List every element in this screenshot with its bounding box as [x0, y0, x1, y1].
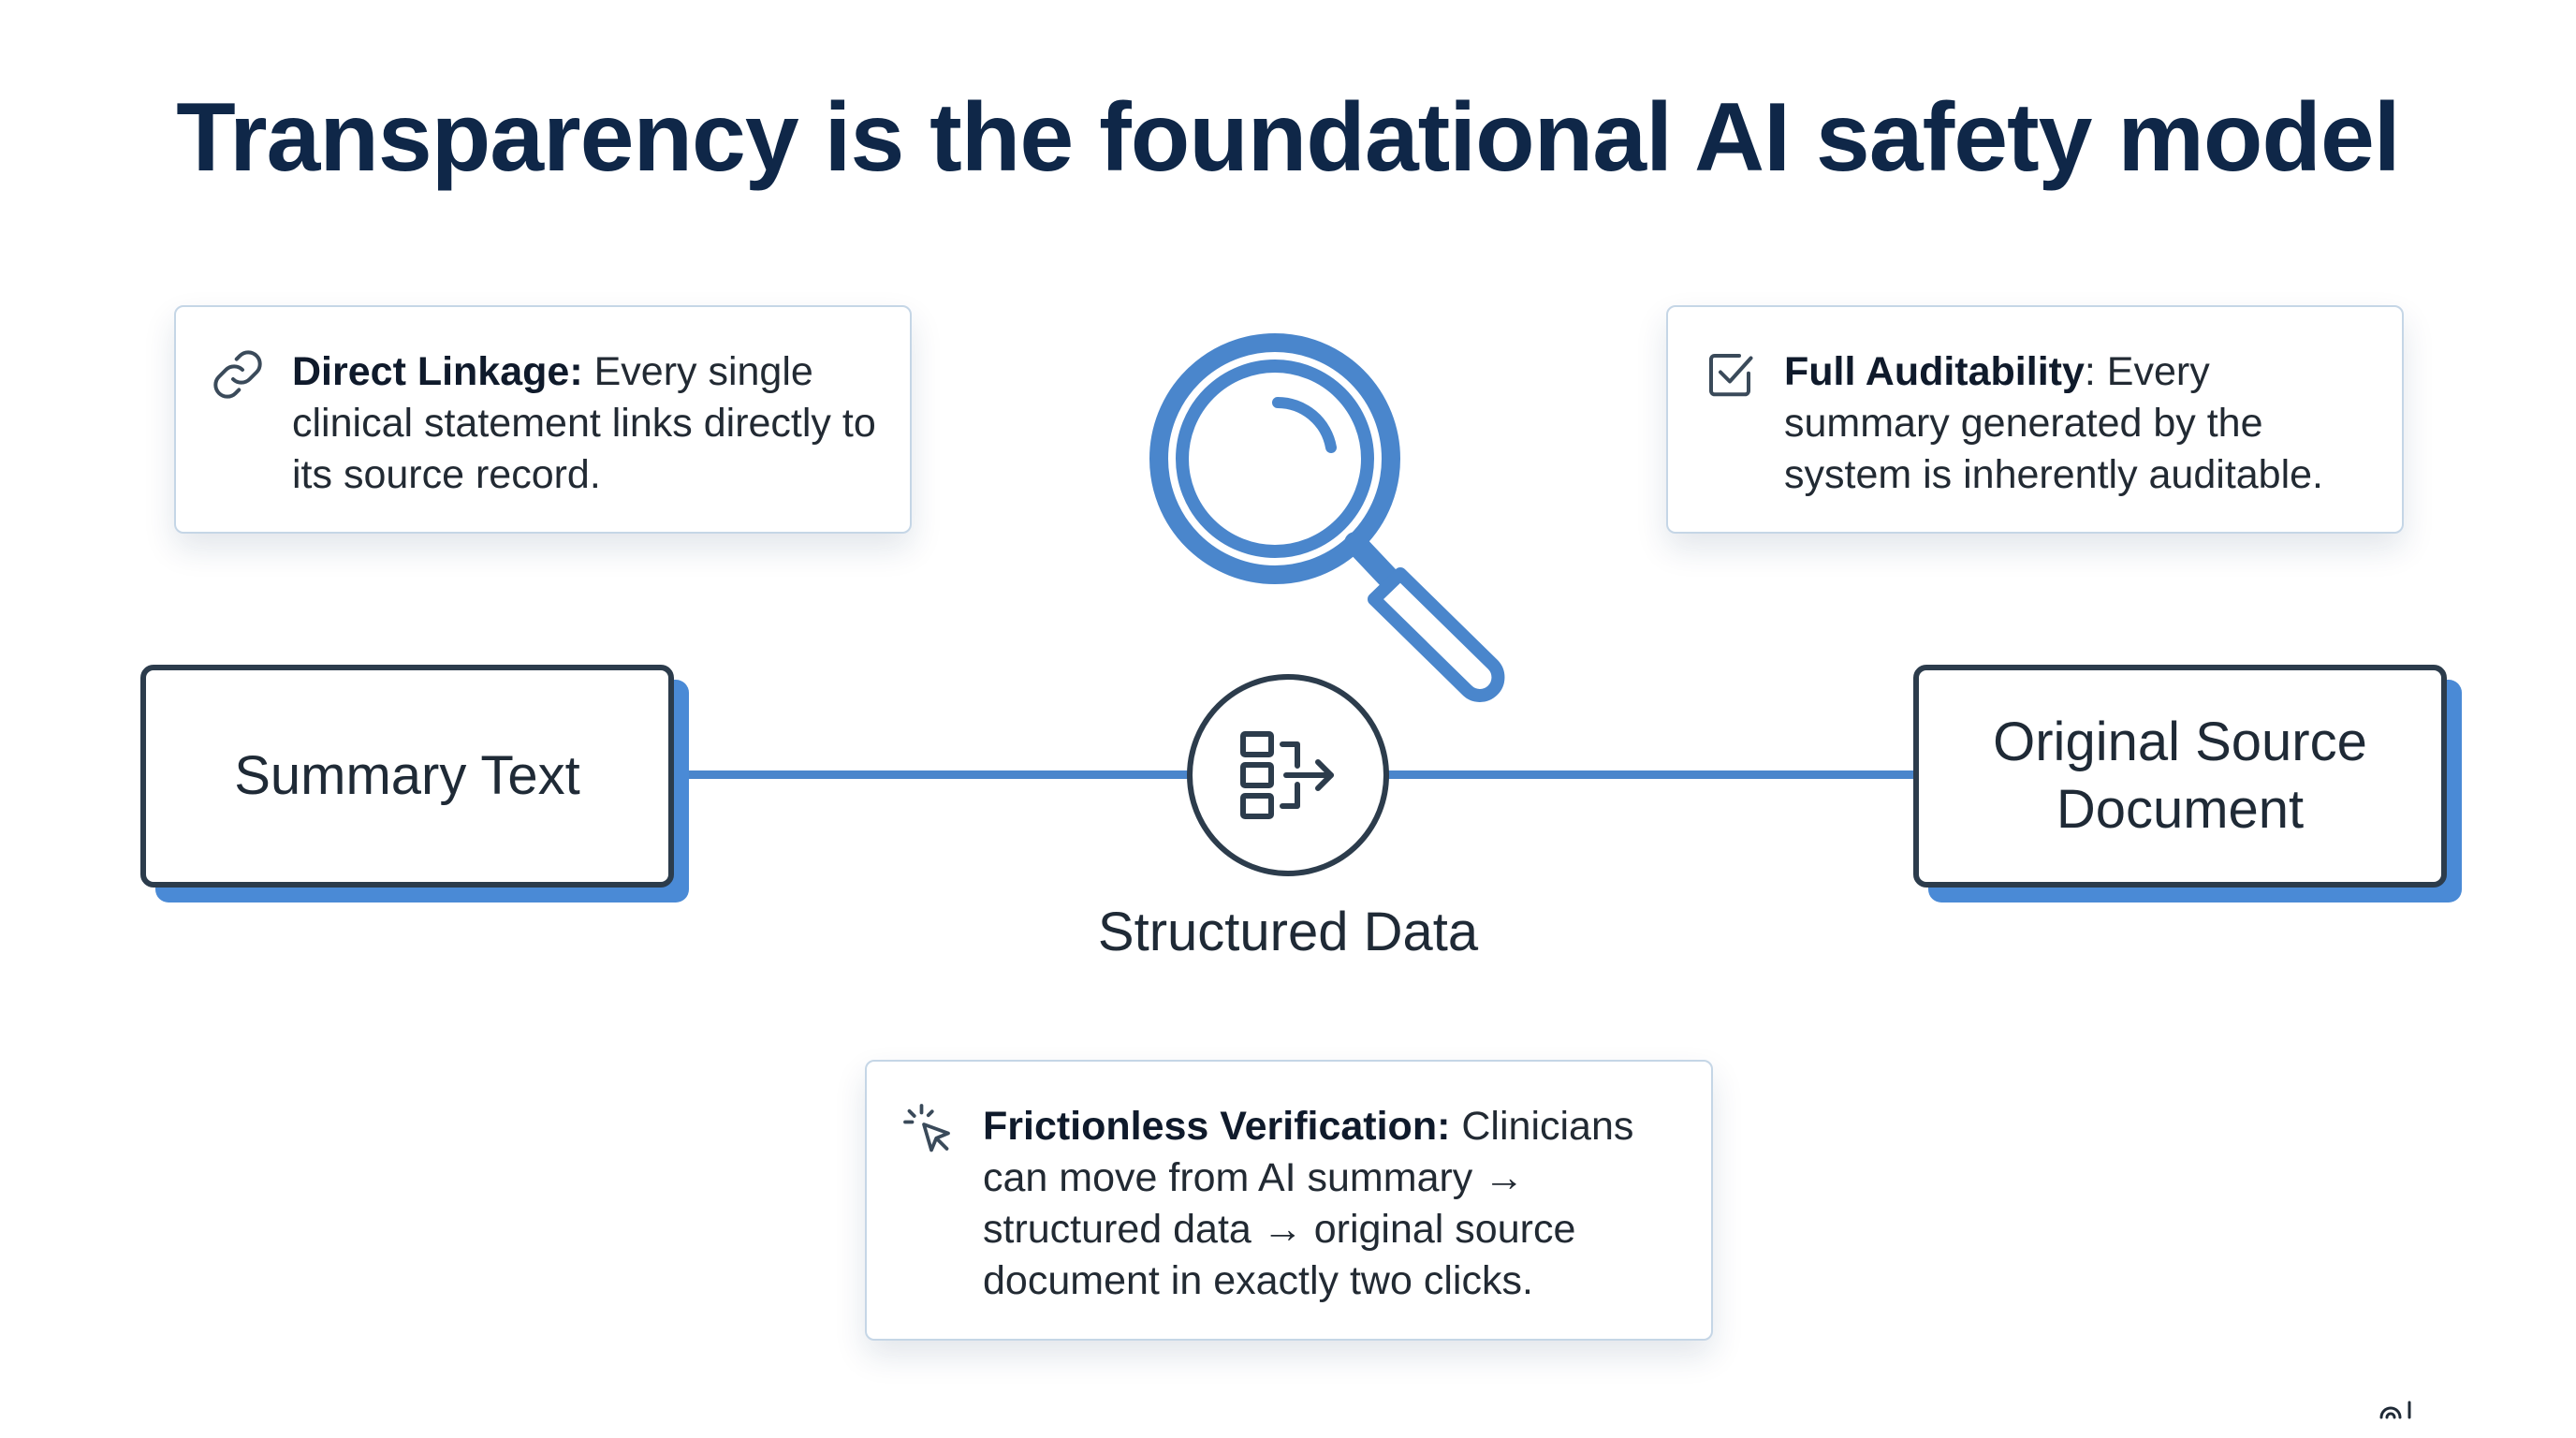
- checkbox-icon: [1709, 354, 1753, 397]
- direct-linkage-card: Direct Linkage: Every single clinical st…: [174, 305, 912, 534]
- structured-data-node: [1187, 674, 1389, 876]
- frictionless-verification-card: Frictionless Verification: Clinicians ca…: [865, 1060, 1713, 1341]
- full-auditability-text: Full Auditability: Every summary generat…: [1784, 346, 2374, 501]
- summary-text-box: Summary Text: [140, 665, 674, 888]
- original-source-document-box: Original Source Document: [1913, 665, 2447, 888]
- structured-data-label: Structured Data: [1097, 902, 1479, 962]
- summary-text-label: Summary Text: [234, 745, 580, 806]
- full-auditability-heading: Full Auditability: [1784, 349, 2085, 394]
- page-title: Transparency is the foundational AI safe…: [176, 83, 2400, 192]
- direct-linkage-heading: Direct Linkage:: [292, 349, 583, 394]
- frictionless-verification-body: Clinicians can move from AI summary → st…: [983, 1104, 1634, 1303]
- full-auditability-body: Every summary generated by the system is…: [1784, 349, 2324, 497]
- link-icon: [213, 350, 262, 399]
- magnifying-glass-icon: [1149, 333, 1505, 702]
- direct-linkage-body: Every single clinical statement links di…: [292, 349, 876, 497]
- original-source-document-label: Original Source Document: [1993, 712, 2367, 840]
- full-auditability-card: Full Auditability: Every summary generat…: [1666, 305, 2404, 534]
- frictionless-verification-text: Frictionless Verification: Clinicians ca…: [983, 1101, 1683, 1307]
- direct-linkage-text: Direct Linkage: Every single clinical st…: [292, 346, 882, 501]
- connector-line-right: [1383, 770, 1913, 779]
- frictionless-verification-heading: Frictionless Verification:: [983, 1104, 1451, 1149]
- structured-data-icon: [1240, 731, 1334, 819]
- watermark-icon: [2379, 1401, 2411, 1419]
- cursor-click-icon: [903, 1104, 950, 1152]
- connector-line-left: [687, 770, 1193, 779]
- full-auditability-colon: :: [2084, 349, 2096, 394]
